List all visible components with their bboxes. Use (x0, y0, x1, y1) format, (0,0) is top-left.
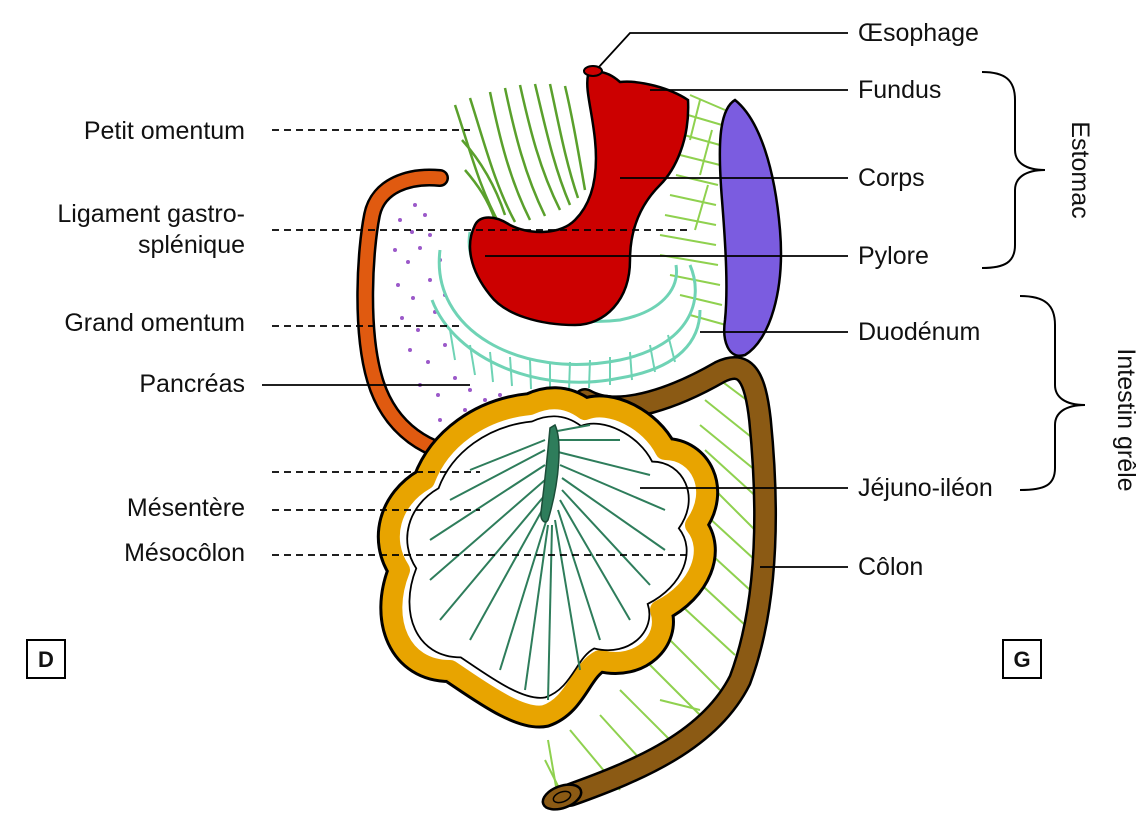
label-estomac: Estomac (1066, 121, 1094, 218)
label-mesentere: Mésentère (127, 494, 245, 522)
estomac-brace (982, 72, 1045, 268)
label-corps: Corps (858, 164, 925, 192)
label-intestin-grele: Intestin grêle (1112, 348, 1140, 491)
label-g: G (1013, 647, 1030, 672)
label-pancreas: Pancréas (139, 370, 245, 398)
petit-omentum-strands (455, 84, 585, 225)
label-fundus: Fundus (858, 76, 941, 104)
duodenum-arc (365, 177, 470, 455)
label-grand-omentum: Grand omentum (64, 309, 245, 337)
label-petit-omentum: Petit omentum (84, 117, 245, 145)
label-ligament-line1: Ligament gastro- (57, 200, 245, 228)
label-ligament-line2: splénique (138, 231, 245, 259)
label-d: D (38, 647, 54, 672)
label-duodenum: Duodénum (858, 318, 980, 346)
label-oesophage: Œsophage (858, 19, 979, 47)
label-colon: Côlon (858, 553, 923, 581)
label-jejuno-ileon: Jéjuno-iléon (858, 474, 993, 502)
intestin-brace (1020, 296, 1085, 490)
orientation-box-d: D (27, 640, 65, 678)
spleen (720, 100, 781, 356)
label-mesocolon: Mésocôlon (124, 539, 245, 567)
label-pylore: Pylore (858, 242, 929, 270)
orientation-box-g: G (1003, 640, 1041, 678)
